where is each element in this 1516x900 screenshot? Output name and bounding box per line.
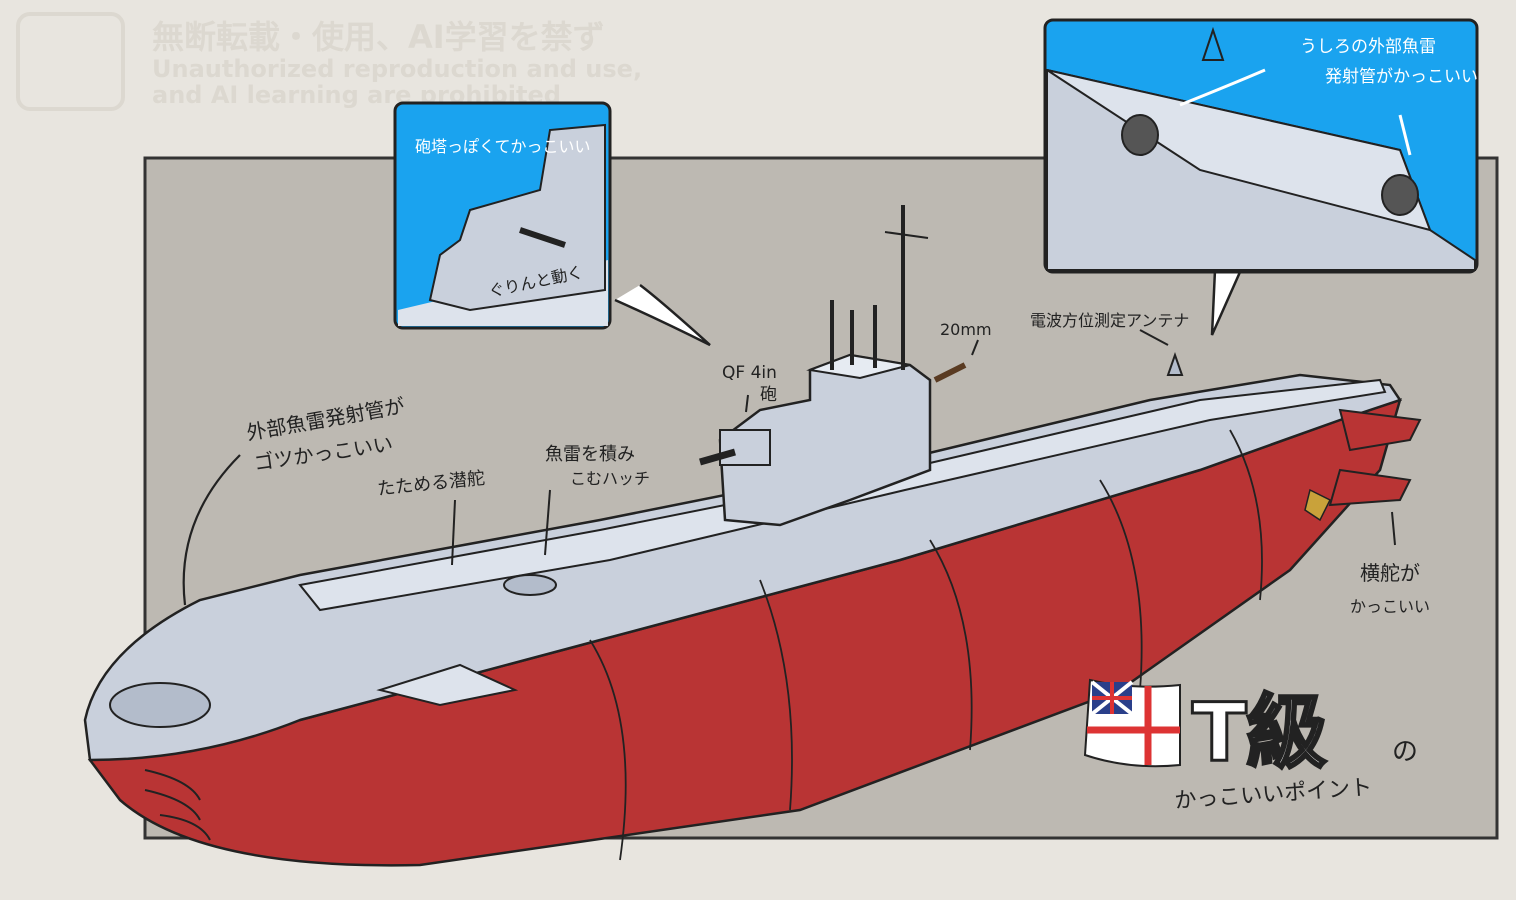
bow-torpedo-tube	[109, 682, 211, 728]
title-particle: の	[1392, 737, 1418, 767]
propeller	[1304, 488, 1332, 522]
hull-grey	[83, 373, 1402, 762]
df-antenna	[1166, 351, 1184, 376]
label-gun-2: 砲	[760, 385, 777, 405]
label-rudder-2: かっこいい	[1350, 597, 1430, 616]
watermark-ja: 無断転載・使用、AI学習を禁ず	[152, 18, 605, 56]
stern-note-1: うしろの外部魚雷	[1300, 37, 1436, 57]
watermark-seal	[16, 12, 125, 111]
stern-planes	[1328, 408, 1422, 507]
label-gun: QF 4in	[722, 363, 777, 383]
inset-stern: うしろの外部魚雷 発射管がかっこいい	[1043, 18, 1479, 336]
submarine	[83, 205, 1422, 867]
inset-turret: 砲塔っぽくてかっこいい ぐりんと動く	[393, 101, 711, 347]
turret-note: 砲塔っぽくてかっこいい	[415, 137, 591, 156]
stern-note-2: 発射管がかっこいい	[1325, 67, 1478, 87]
title-main: T級	[1192, 686, 1327, 779]
torpedo-hatch	[503, 574, 557, 596]
label-rudder-1: 横舵が	[1360, 561, 1420, 585]
label-hatch-2: こむハッチ	[570, 469, 650, 488]
label-antenna: 電波方位測定アンテナ	[1030, 311, 1189, 330]
conning-tower	[718, 353, 932, 527]
label-20mm: 20mm	[940, 320, 992, 339]
watermark: 無断転載・使用、AI学習を禁ず Unauthorized reproductio…	[16, 12, 642, 111]
stern-tube-right	[1381, 174, 1419, 216]
bow-planes	[376, 663, 519, 707]
stern-tube-left	[1121, 114, 1159, 156]
watermark-en-1: Unauthorized reproduction and use,	[152, 55, 642, 83]
deck-gun	[719, 429, 771, 466]
white-ensign-flag	[1083, 678, 1181, 768]
label-hatch-1: 魚雷を積み	[545, 444, 635, 465]
aa-gun	[933, 362, 967, 383]
